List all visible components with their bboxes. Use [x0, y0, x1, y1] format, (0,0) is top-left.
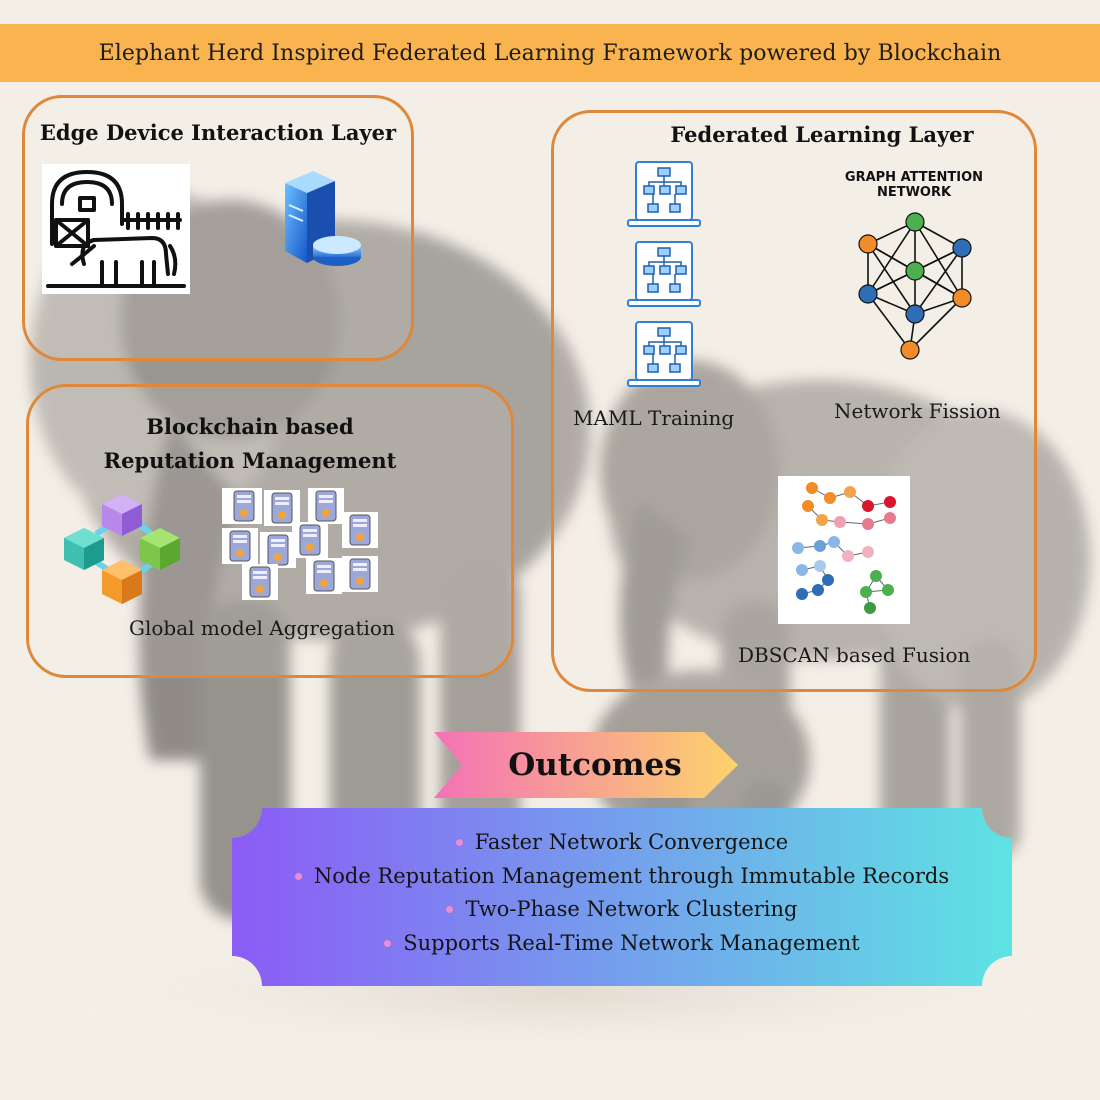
header-title: Elephant Herd Inspired Federated Learnin… — [98, 40, 1002, 66]
outcomes-list: Faster Network Convergence Node Reputati… — [232, 826, 1012, 960]
outcomes-title: Outcomes — [508, 747, 682, 783]
outcome-item: Faster Network Convergence — [455, 826, 789, 860]
bullet-icon — [384, 940, 392, 948]
gat-label-line1: GRAPH ATTENTION — [844, 170, 984, 185]
blockchain-layer-title: Blockchain based Reputation Management — [103, 414, 397, 473]
outcome-text: Faster Network Convergence — [474, 830, 789, 854]
blockchain-layer-box — [26, 384, 514, 678]
gat-label-line2: NETWORK — [876, 185, 952, 200]
flowchart-laptop-icon — [627, 161, 701, 387]
outcomes-tag-shape — [434, 732, 738, 798]
edge-layer-title: Edge Device Interaction Layer — [39, 120, 397, 145]
graph-attention-network-icon — [858, 212, 972, 360]
outcome-item: Node Reputation Management through Immut… — [294, 860, 950, 894]
outcome-text: Supports Real-Time Network Management — [403, 930, 860, 955]
global-model-aggregation-caption: Global model Aggregation — [129, 616, 395, 640]
outcomes-panel — [232, 808, 1012, 986]
gat-label: GRAPH ATTENTION NETWORK — [842, 170, 986, 200]
outcome-text: Node Reputation Management through Immut… — [313, 863, 950, 888]
bullet-icon — [446, 906, 454, 914]
outcome-item: Supports Real-Time Network Management — [384, 927, 860, 961]
bullet-icon — [294, 872, 302, 880]
blockchain-cubes-icon — [64, 494, 180, 604]
outcome-text: Two-Phase Network Clustering — [465, 897, 798, 922]
maml-training-caption: MAML Training — [573, 406, 735, 430]
server-database-icon — [285, 171, 361, 266]
server-cluster-icon — [222, 488, 379, 600]
header-banner: Elephant Herd Inspired Federated Learnin… — [0, 24, 1100, 82]
dbscan-fusion-caption: DBSCAN based Fusion — [738, 643, 971, 667]
cluster-graph-icon — [778, 476, 910, 624]
network-fission-caption: Network Fission — [834, 399, 1001, 423]
farm-barn-cow-icon — [42, 164, 190, 294]
federated-layer-title: Federated Learning Layer — [670, 122, 974, 147]
bullet-icon — [455, 839, 463, 847]
outcome-item: Two-Phase Network Clustering — [446, 893, 798, 927]
